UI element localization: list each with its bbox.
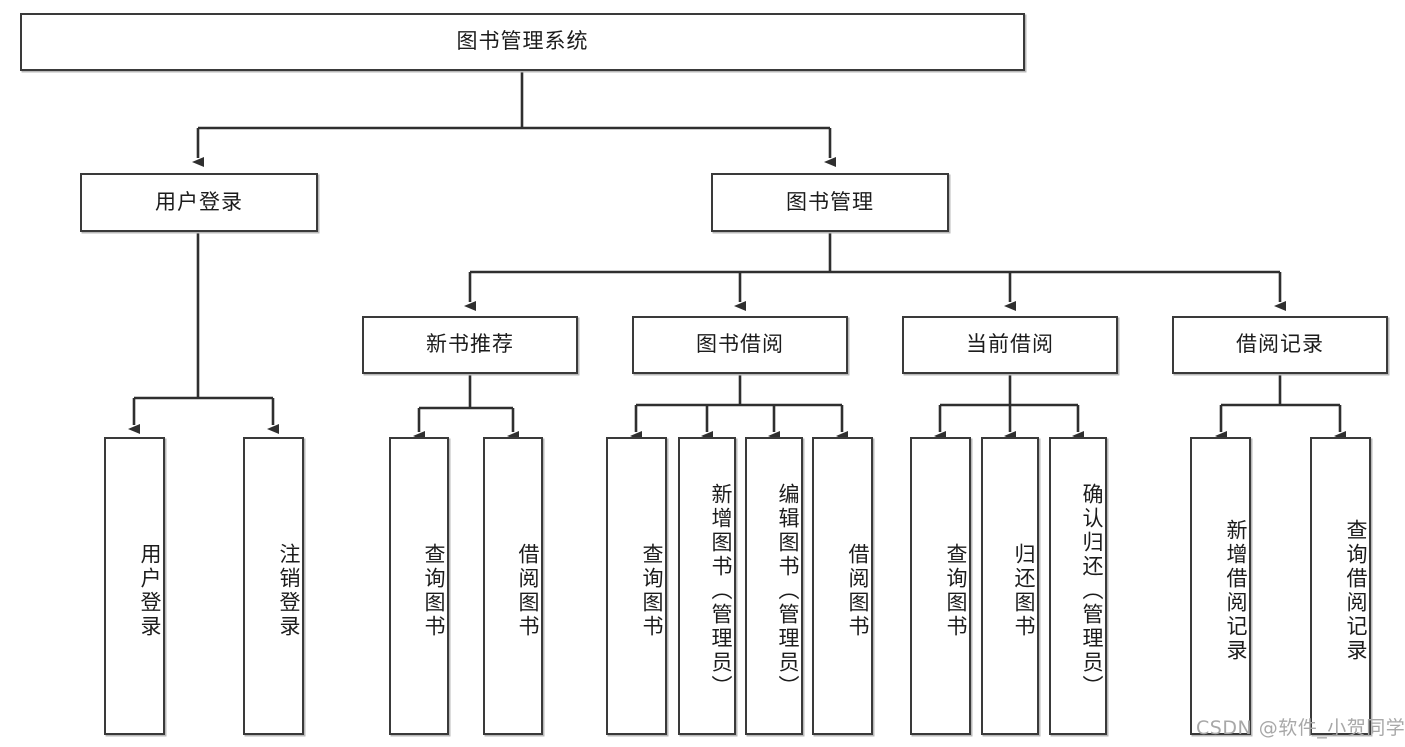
leaf-recommend-query-book[interactable]: 查询图书 [389, 437, 449, 735]
node-label: 注销登录 [277, 543, 301, 639]
node-label: 查询借阅记录 [1344, 519, 1368, 663]
leaf-current-return-book[interactable]: 归还图书 [981, 437, 1039, 735]
node-label: 新增图书（管理员） [709, 483, 733, 699]
node-label: 图书管理 [786, 189, 874, 214]
leaf-borrow-add-book-admin[interactable]: 新增图书（管理员） [678, 437, 736, 735]
leaf-borrow-edit-book-admin[interactable]: 编辑图书（管理员） [745, 437, 803, 735]
leaf-recommend-borrow-book[interactable]: 借阅图书 [483, 437, 543, 735]
node-root-book-management-system[interactable]: 图书管理系统 [20, 13, 1025, 71]
node-label: 查询图书 [640, 543, 664, 639]
node-borrow-record[interactable]: 借阅记录 [1172, 316, 1388, 374]
leaf-borrow-query-book[interactable]: 查询图书 [606, 437, 667, 735]
node-label: 新书推荐 [426, 332, 514, 357]
node-label: 编辑图书（管理员） [776, 483, 800, 699]
node-label: 当前借阅 [966, 332, 1054, 357]
leaf-user-login[interactable]: 用户登录 [104, 437, 165, 735]
node-label: 图书管理系统 [456, 29, 589, 54]
node-new-book-recommend[interactable]: 新书推荐 [362, 316, 578, 374]
leaf-record-query-borrow-record[interactable]: 查询借阅记录 [1310, 437, 1371, 735]
node-label: 查询图书 [422, 543, 446, 639]
leaf-current-confirm-return-admin[interactable]: 确认归还（管理员） [1049, 437, 1107, 735]
node-book-borrow[interactable]: 图书借阅 [632, 316, 848, 374]
leaf-logout-login[interactable]: 注销登录 [243, 437, 304, 735]
node-label: 查询图书 [944, 543, 968, 639]
node-label: 确认归还（管理员） [1080, 483, 1104, 699]
node-user-login[interactable]: 用户登录 [80, 173, 318, 232]
node-label: 新增借阅记录 [1224, 519, 1248, 663]
node-book-management[interactable]: 图书管理 [711, 173, 949, 232]
node-label: 图书借阅 [696, 332, 784, 357]
node-current-borrow[interactable]: 当前借阅 [902, 316, 1118, 374]
leaf-borrow-borrow-book[interactable]: 借阅图书 [812, 437, 873, 735]
node-label: 归还图书 [1012, 543, 1036, 639]
node-label: 借阅图书 [846, 543, 870, 639]
node-label: 用户登录 [155, 189, 243, 214]
leaf-record-add-borrow-record[interactable]: 新增借阅记录 [1190, 437, 1251, 735]
node-label: 用户登录 [138, 543, 162, 639]
leaf-current-query-book[interactable]: 查询图书 [910, 437, 971, 735]
node-label: 借阅记录 [1236, 332, 1324, 357]
csdn-watermark: CSDN @软件_小贺同学 [1196, 717, 1405, 739]
node-label: 借阅图书 [516, 543, 540, 639]
